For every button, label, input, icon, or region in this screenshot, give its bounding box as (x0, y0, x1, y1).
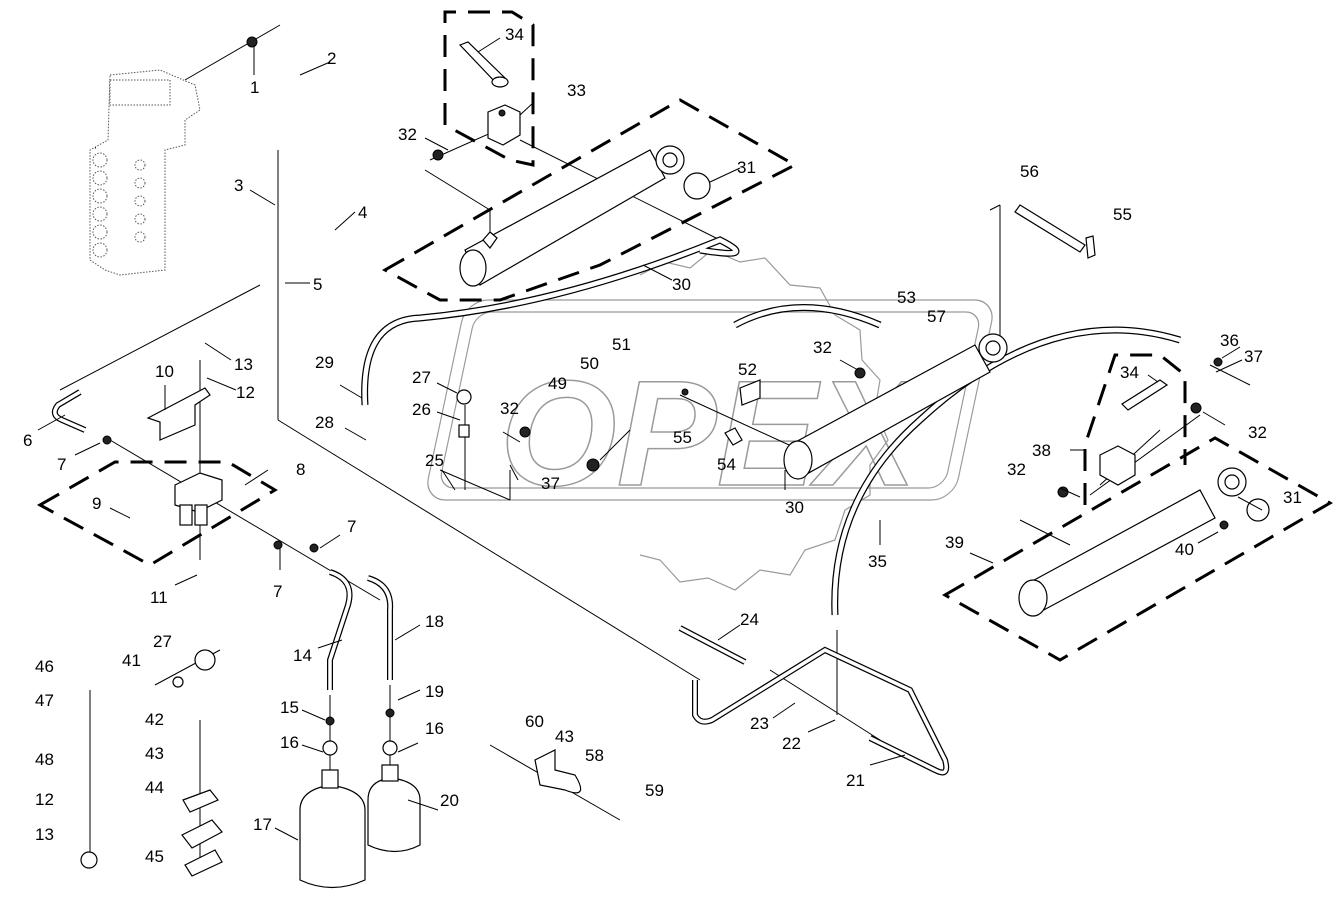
callout-26: 26 (412, 400, 431, 419)
callout-7-right: 7 (347, 517, 356, 536)
callout-12-lower: 12 (35, 790, 54, 809)
callout-42: 42 (145, 710, 164, 729)
callout-43-left: 43 (145, 744, 164, 763)
watermark-frame-outer (427, 299, 993, 501)
callout-22: 22 (782, 734, 801, 753)
callout-17: 17 (253, 815, 272, 834)
callout-31-top: 31 (737, 158, 756, 177)
callout-5: 5 (313, 275, 322, 294)
callout-30-top: 30 (672, 275, 691, 294)
callout-28: 28 (315, 413, 334, 432)
callout-54: 54 (717, 455, 736, 474)
callout-24: 24 (740, 610, 759, 629)
callout-60: 60 (525, 712, 544, 731)
callout-18: 18 (425, 612, 444, 631)
callout-29: 29 (315, 353, 334, 372)
callout-19: 19 (425, 682, 444, 701)
callout-59: 59 (645, 781, 664, 800)
callout-3: 3 (234, 176, 243, 195)
callout-32-right-lower: 32 (1007, 460, 1026, 479)
callout-55-top: 55 (1113, 205, 1132, 224)
cylinder-30-top (459, 145, 685, 287)
kit-boundary-33 (443, 10, 535, 167)
callout-38: 38 (1032, 441, 1051, 460)
control-valve-block (89, 69, 201, 276)
callout-7-left: 7 (57, 455, 66, 474)
callout-32-top: 32 (398, 125, 417, 144)
callout-1: 1 (250, 78, 259, 97)
callout-31-right: 31 (1283, 488, 1302, 507)
callout-leaders (37, 37, 1263, 841)
kit-boundary-30 (381, 98, 799, 302)
callout-55-center: 55 (673, 428, 692, 447)
callout-21: 21 (846, 771, 865, 790)
callout-33: 33 (567, 81, 586, 100)
kit-boundaries (36, 10, 1334, 662)
callout-51: 51 (612, 335, 631, 354)
callout-11: 11 (150, 588, 168, 607)
callout-56: 56 (1020, 162, 1039, 181)
callout-13-upper: 13 (234, 355, 253, 374)
callout-labels: 1 2 3 4 5 6 7 7 7 8 9 10 11 12 13 14 15 … (23, 25, 1302, 866)
callout-7-lower: 7 (273, 582, 282, 601)
callout-6: 6 (23, 431, 32, 450)
callout-14: 14 (293, 646, 312, 665)
callout-32-center-left: 32 (500, 399, 519, 418)
callout-37-center: 37 (541, 474, 560, 493)
callout-32-center: 32 (813, 338, 832, 357)
kit-boundary-8 (36, 460, 278, 567)
callout-25: 25 (425, 451, 444, 470)
callout-13-lower: 13 (35, 825, 54, 844)
callout-40: 40 (1175, 540, 1194, 559)
callout-12-upper: 12 (236, 383, 255, 402)
callout-34-right: 34 (1120, 363, 1139, 382)
callout-35: 35 (868, 552, 887, 571)
callout-37-right: 37 (1244, 347, 1263, 366)
watermark-frame-inner (440, 311, 980, 489)
kit-boundary-38 (1083, 353, 1187, 505)
callout-20: 20 (440, 791, 459, 810)
pipe-21-loop (692, 646, 950, 776)
callout-41: 41 (122, 651, 141, 670)
callout-27-lower: 27 (153, 632, 172, 651)
callout-36: 36 (1220, 331, 1239, 350)
callout-15: 15 (280, 698, 299, 717)
callout-10: 10 (155, 362, 174, 381)
cylinder-39-right (1018, 467, 1247, 617)
small-parts (80, 36, 1270, 889)
accumulator-20 (367, 777, 421, 853)
callout-39: 39 (945, 533, 964, 552)
callout-32-right-upper: 32 (1248, 423, 1267, 442)
callout-2: 2 (327, 49, 336, 68)
cylinder-30-center (783, 333, 1008, 480)
callout-52: 52 (738, 360, 757, 379)
callout-44: 44 (145, 778, 164, 797)
callout-9: 9 (92, 494, 101, 513)
callout-34-top: 34 (505, 25, 524, 44)
callout-48: 48 (35, 750, 54, 769)
callout-23: 23 (750, 714, 769, 733)
kit-boundary-39 (941, 436, 1334, 662)
accumulator-17 (299, 784, 366, 889)
callout-27-upper: 27 (412, 368, 431, 387)
callout-57: 57 (927, 307, 946, 326)
callout-49: 49 (548, 374, 567, 393)
callout-45: 45 (145, 847, 164, 866)
callout-30-center: 30 (785, 498, 804, 517)
callout-43-right: 43 (555, 727, 574, 746)
callout-4: 4 (358, 203, 367, 222)
callout-47: 47 (35, 691, 54, 710)
callout-8: 8 (296, 460, 305, 479)
hoses-pipes (51, 18, 1182, 776)
callout-16-left: 16 (280, 733, 299, 752)
callout-58: 58 (585, 746, 604, 765)
callout-50: 50 (580, 354, 599, 373)
callout-16-right: 16 (425, 719, 444, 738)
callout-46: 46 (35, 657, 54, 676)
callout-53: 53 (897, 288, 916, 307)
